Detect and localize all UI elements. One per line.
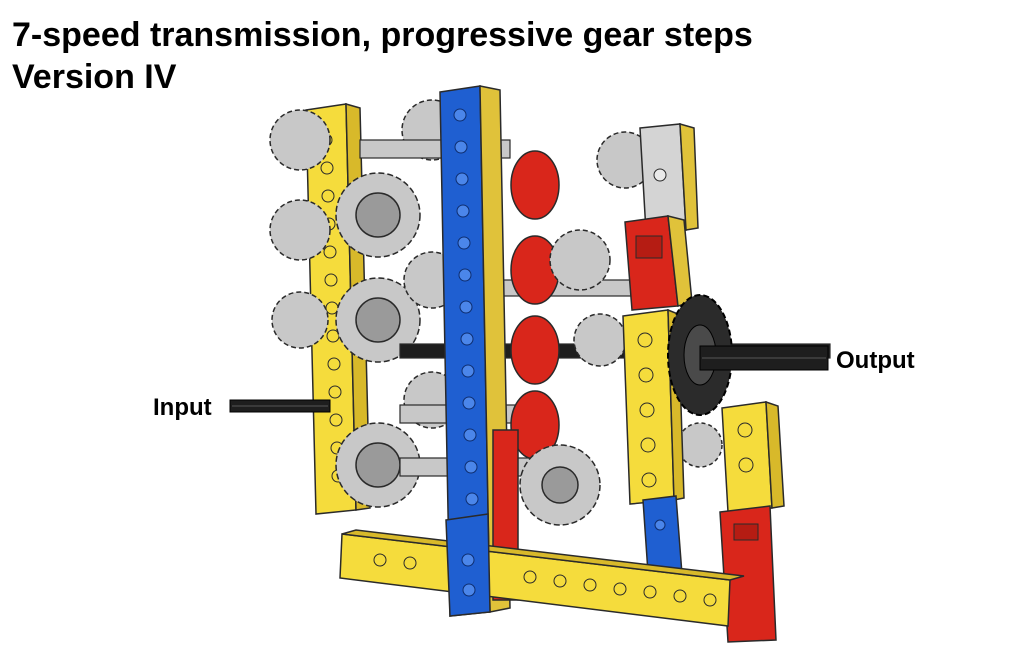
far-right-beam bbox=[719, 400, 785, 643]
blue-beam-front bbox=[445, 513, 491, 617]
right-gray-beam bbox=[639, 122, 699, 233]
right-red-block bbox=[624, 215, 693, 311]
bottom-yellow-beam bbox=[339, 529, 745, 627]
input-label: Input bbox=[153, 394, 212, 421]
title-line-1: 7-speed transmission, progressive gear s… bbox=[12, 16, 753, 54]
title-line-2: Version IV bbox=[12, 58, 177, 96]
output-axle bbox=[699, 345, 829, 371]
diagram-title: 7-speed transmission, progressive gear s… bbox=[12, 14, 753, 98]
blue-vertical-beam bbox=[439, 85, 511, 617]
output-label: Output bbox=[836, 347, 915, 374]
left-gear-stack bbox=[269, 99, 463, 508]
right-gear-stack bbox=[519, 131, 723, 526]
input-axle bbox=[229, 399, 331, 413]
